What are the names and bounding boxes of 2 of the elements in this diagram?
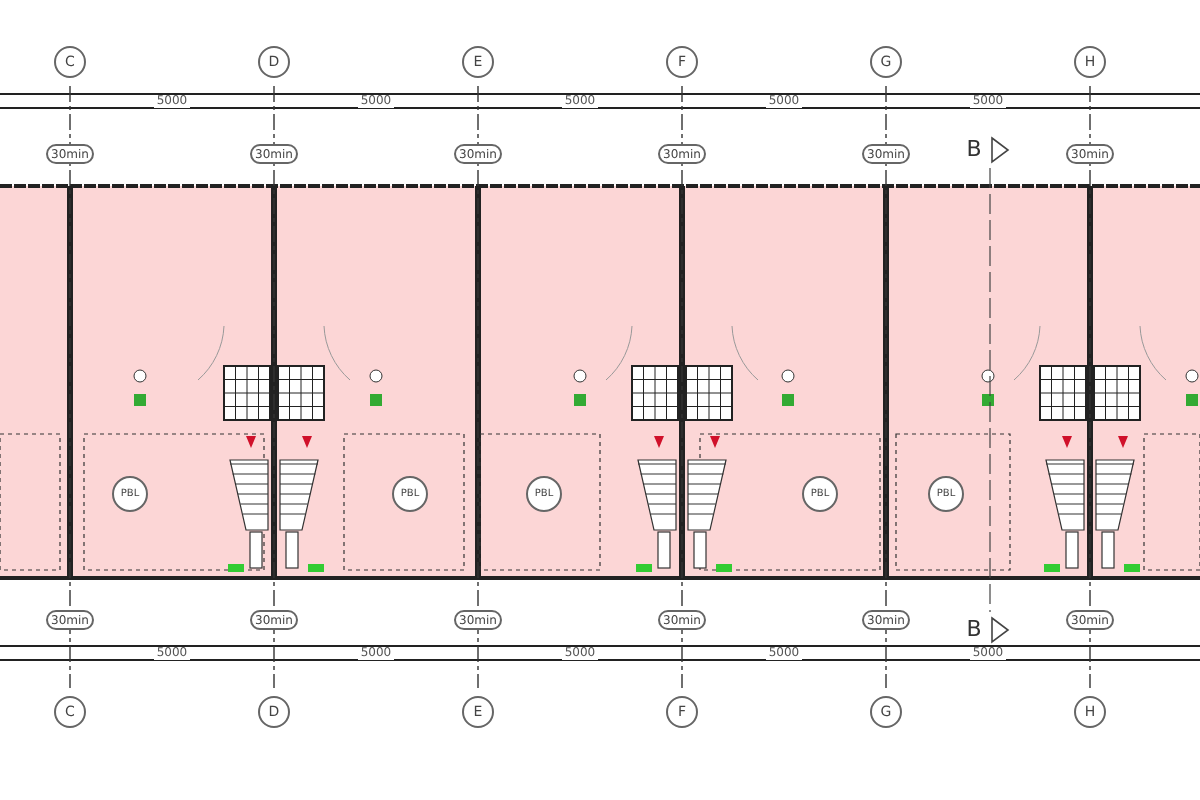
section-mark: B <box>964 138 984 162</box>
section-mark: B <box>964 618 984 642</box>
